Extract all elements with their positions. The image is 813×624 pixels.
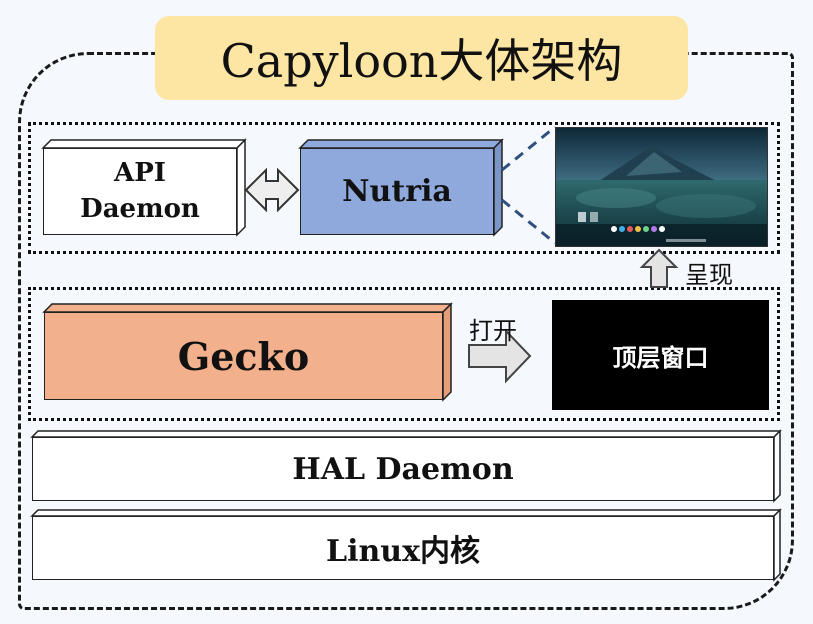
nutria-group: [28, 122, 780, 254]
api-daemon-box: API Daemon: [43, 148, 237, 235]
api-daemon-label: API Daemon: [80, 158, 200, 224]
hal-daemon-label: HAL Daemon: [292, 451, 514, 487]
desktop-screenshot-image: [555, 127, 768, 247]
linux-kernel-label: Linux内核: [326, 534, 480, 569]
nutria-label: Nutria: [342, 174, 452, 209]
open-label: 打开: [469, 317, 517, 345]
gecko-box: Gecko: [44, 312, 443, 400]
nutria-box: Nutria: [300, 148, 494, 235]
linux-kernel-box: Linux内核: [32, 516, 774, 580]
render-label: 呈现: [685, 261, 733, 289]
gecko-label: Gecko: [177, 333, 310, 379]
gecko-group: [28, 287, 780, 421]
diagram-title: Capyloon大体架构: [155, 16, 688, 100]
hal-daemon-box: HAL Daemon: [32, 437, 774, 501]
top-window-box: 顶层窗口: [552, 300, 769, 410]
top-window-label: 顶层窗口: [612, 343, 709, 372]
